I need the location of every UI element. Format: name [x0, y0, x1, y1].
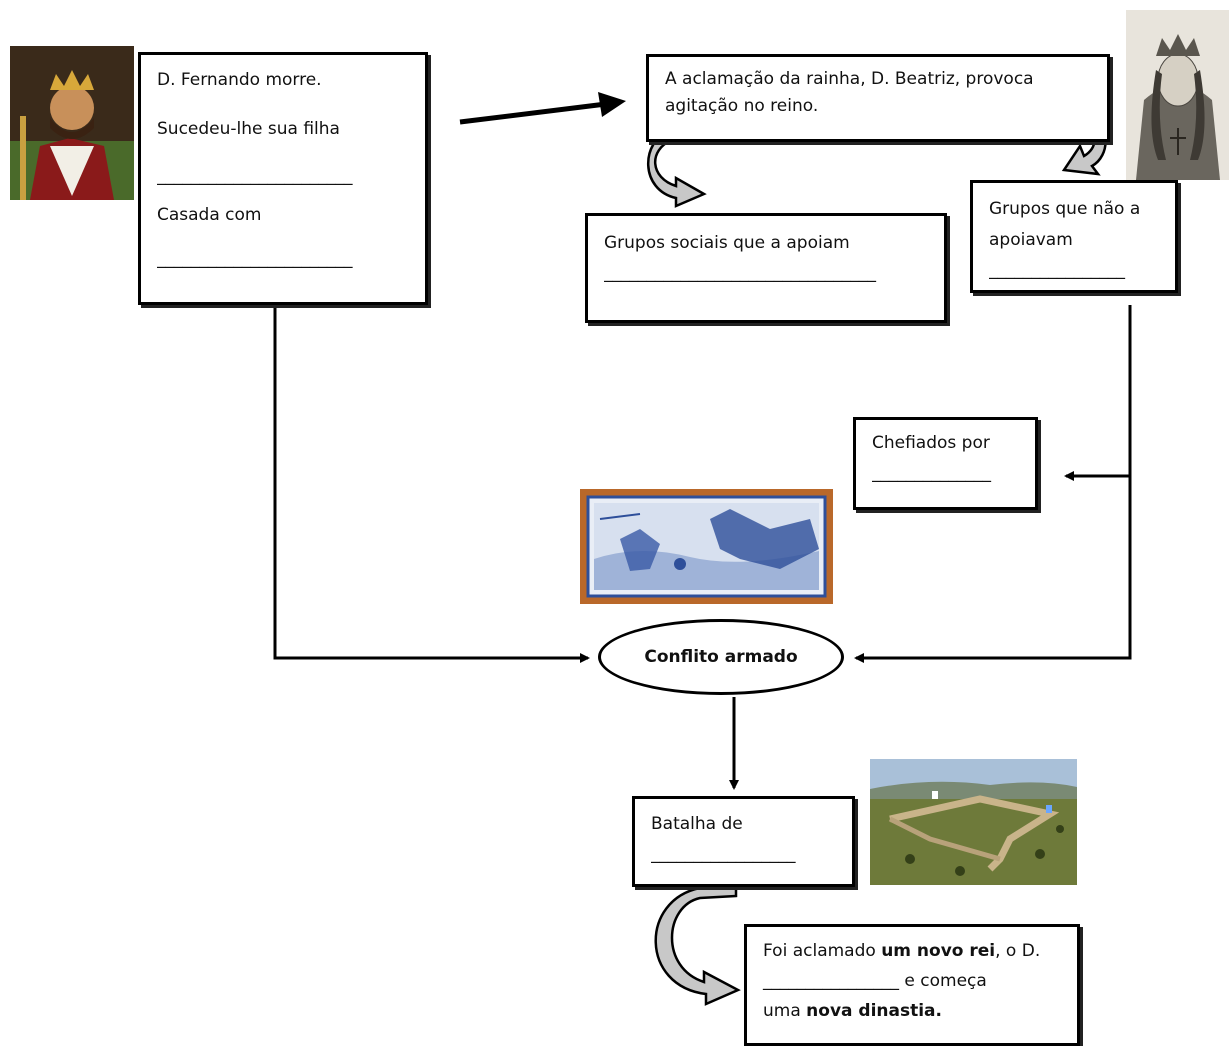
fernando-blank-2[interactable]: _______________________: [157, 249, 353, 270]
curved-arrow-to-novo-rei: [654, 886, 741, 1006]
conflito-armado-node: Conflito armado: [598, 619, 844, 695]
novo-rei-part-1: Foi aclamado: [763, 941, 882, 961]
aclamacao-box: A aclamação da rainha, D. Beatriz, provo…: [646, 54, 1110, 142]
chefiados-text: Chefiados por: [872, 433, 990, 453]
azulejo-battle-panel-image: [580, 489, 833, 604]
novo-rei-part-2: , o D.: [995, 941, 1041, 961]
batalha-box: Batalha de _________________: [632, 796, 855, 887]
novo-rei-box: Foi aclamado um novo rei, o D. _________…: [744, 924, 1080, 1046]
beatriz-engraving-image: [1126, 10, 1229, 180]
batalha-text: Batalha de: [651, 814, 743, 834]
aclamacao-text: A aclamação da rainha, D. Beatriz, provo…: [665, 69, 1034, 117]
novo-rei-line-2: ________________ e começa: [763, 967, 1061, 997]
novo-rei-bold-2: nova dinastia.: [806, 1000, 942, 1021]
apoiam-box: Grupos sociais que a apoiam ____________…: [585, 213, 947, 323]
chefiados-blank[interactable]: ______________: [872, 463, 991, 484]
chefiados-box: Chefiados por ______________: [853, 417, 1038, 510]
fernando-line-1: D. Fernando morre.: [157, 70, 322, 90]
novo-rei-blank[interactable]: ________________: [763, 970, 899, 991]
nao-apoiam-box: Grupos que não a apoiavam ______________…: [970, 180, 1178, 293]
nao-apoiam-text: Grupos que não a apoiavam: [989, 199, 1141, 250]
arrowhead-aclamacao: [598, 92, 626, 117]
arrow-fernando-to-aclamacao: [459, 101, 607, 125]
apoiam-text: Grupos sociais que a apoiam: [604, 233, 850, 253]
fernando-line-3: Casada com: [157, 205, 262, 226]
apoiam-blank[interactable]: ________________________________: [604, 263, 876, 284]
line-fernando-to-conflict: [273, 305, 590, 663]
novo-rei-line-1: Foi aclamado um novo rei, o D.: [763, 937, 1061, 967]
conflito-armado-label: Conflito armado: [644, 647, 798, 667]
batalha-blank[interactable]: _________________: [651, 844, 796, 865]
novo-rei-part-4: uma: [763, 1000, 807, 1021]
novo-rei-bold-1: um novo rei: [881, 941, 996, 961]
nao-apoiam-blank[interactable]: ________________: [989, 260, 1125, 281]
novo-rei-part-3: e começa: [899, 970, 987, 991]
battlefield-aerial-image: [870, 759, 1077, 885]
line-naoapoiam-to-conflict: [854, 305, 1132, 663]
fernando-line-2: Sucedeu-lhe sua filha: [157, 119, 340, 140]
fernando-blank-1[interactable]: _______________________: [157, 165, 353, 186]
novo-rei-line-3: uma nova dinastia.: [763, 997, 1061, 1027]
fernando-box: D. Fernando morre. Sucedeu-lhe sua filha…: [138, 52, 428, 305]
fernando-portrait-image: [10, 46, 134, 200]
